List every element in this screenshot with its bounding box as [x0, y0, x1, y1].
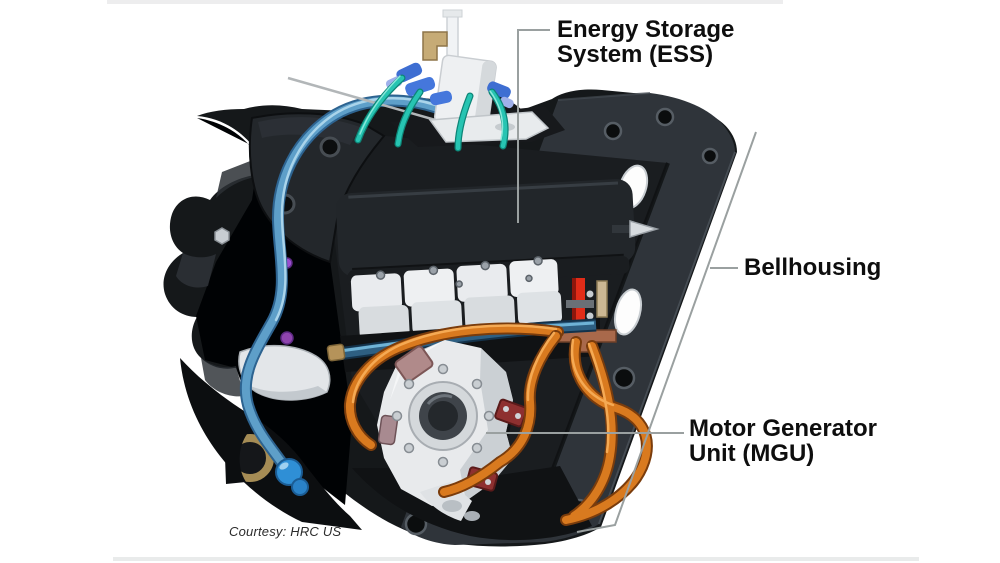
- label-mgu: Motor Generator Unit (MGU): [689, 416, 877, 466]
- battery-cell-stack: [350, 256, 563, 339]
- hv-cables-orange: [438, 330, 653, 526]
- cell-screws: [375, 256, 543, 288]
- label-mgu-line2: Unit (MGU): [689, 440, 815, 467]
- plate-cutout-oval-lower: [613, 288, 643, 336]
- label-mgu-line1: Motor Generator: [689, 415, 878, 442]
- leader-lines: [486, 29, 757, 533]
- bottom-edge-artifact: [113, 557, 919, 561]
- ess-leader-line: [517, 29, 550, 223]
- label-ess-line2: System (ESS): [557, 41, 714, 68]
- mgu-bolts: [391, 363, 495, 468]
- hv-cable-left: [343, 322, 564, 451]
- purple-fitting-lower: [280, 331, 294, 345]
- sensor-rod: [287, 76, 447, 125]
- label-bellhousing: Bellhousing: [744, 255, 881, 280]
- bellhousing-leader-line: [576, 131, 757, 533]
- top-edge-artifact: [107, 0, 783, 4]
- tan-elbow-fitting: [422, 31, 448, 61]
- label-ess: Energy Storage System (ESS): [557, 17, 734, 67]
- courtesy-credit: Courtesy: HRC US: [229, 524, 342, 539]
- label-bellhousing-text: Bellhousing: [744, 254, 882, 281]
- clutch-brass-ring: [224, 430, 274, 484]
- hex-bolt: [214, 227, 230, 245]
- teal-tubes: [354, 74, 509, 152]
- label-ess-line1: Energy Storage: [557, 16, 735, 43]
- silver-bullet-fitting: [612, 219, 660, 239]
